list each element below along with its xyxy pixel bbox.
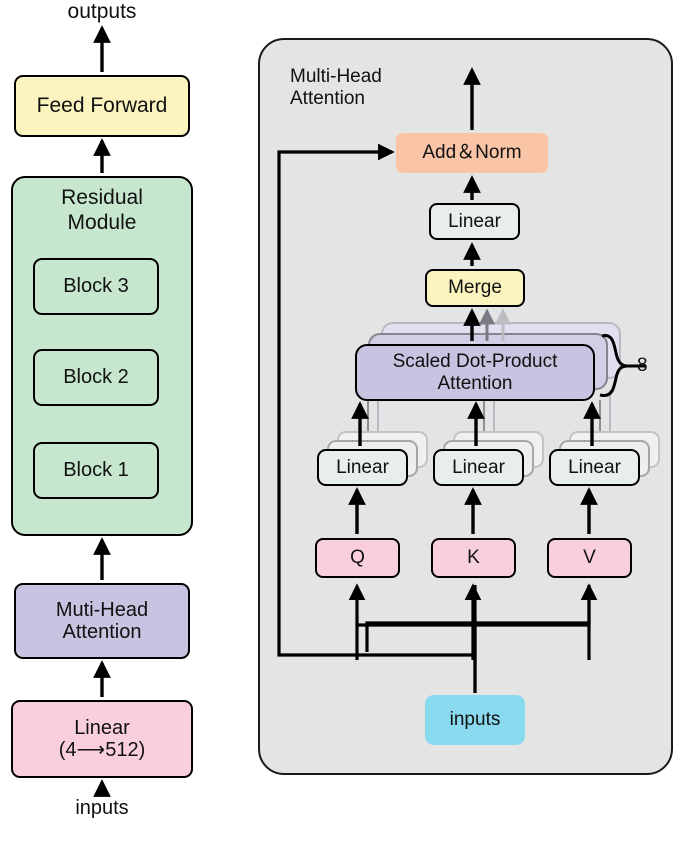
block-1-box[interactable]: Block 1 [33, 442, 159, 499]
value-box[interactable]: V [547, 538, 632, 578]
merge-box[interactable]: Merge [425, 269, 525, 307]
panel-title-label: Multi-Head Attention [290, 66, 382, 109]
residual-module-label: Residual Module [61, 186, 143, 234]
add-and-norm-box[interactable]: Add＆Norm [396, 133, 548, 173]
inputs-box-right[interactable]: inputs [425, 695, 525, 745]
query-box[interactable]: Q [315, 538, 400, 578]
inputs-label-left: inputs [75, 797, 129, 819]
key-box[interactable]: K [431, 538, 516, 578]
block-3-box[interactable]: Block 3 [33, 258, 159, 315]
scaled-dot-product-attention-box[interactable]: Scaled Dot-Product Attention [355, 344, 595, 401]
linear-v-box[interactable]: Linear [549, 449, 640, 486]
block-2-box[interactable]: Block 2 [33, 349, 159, 406]
linear-output-box[interactable]: Linear [429, 203, 520, 240]
heads-count-label: 8 [637, 355, 648, 376]
linear-k-box[interactable]: Linear [433, 449, 524, 486]
linear-projection-box[interactable]: Linear (4⟶512) [11, 700, 193, 778]
outputs-label: outputs [67, 0, 137, 23]
feed-forward-box[interactable]: Feed Forward [14, 75, 190, 137]
multi-head-attention-box[interactable]: Muti-Head Attention [14, 583, 190, 659]
linear-q-box[interactable]: Linear [317, 449, 408, 486]
